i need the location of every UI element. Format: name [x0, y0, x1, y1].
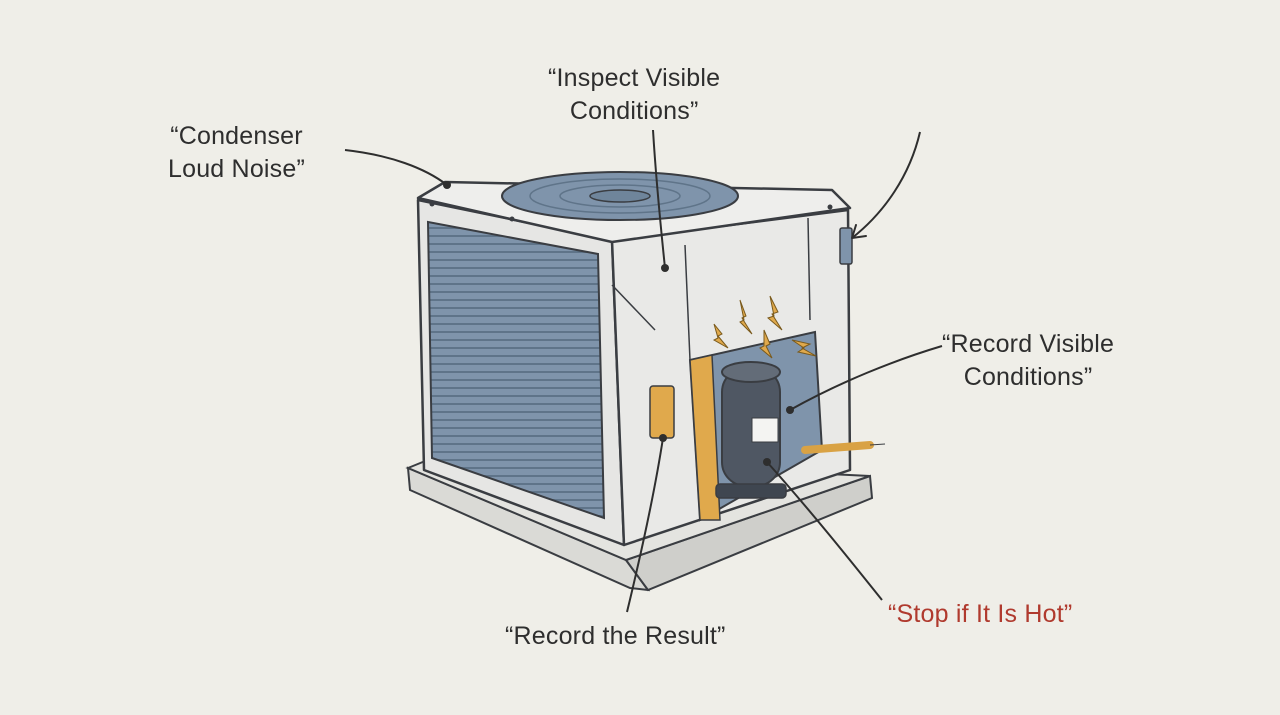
label-stop-if-hot: “Stop if It Is Hot” — [888, 598, 1072, 631]
copper-tubing — [689, 354, 721, 521]
coil-grille — [426, 220, 606, 520]
noise-lightning-icon — [712, 295, 817, 359]
label-inspect-visible-conditions: “Inspect Visible Conditions” — [548, 62, 720, 128]
label-condenser-line1: “Condenser — [170, 122, 303, 150]
leader-record-result — [626, 437, 664, 613]
label-record-visible-line1: “Record Visible — [942, 330, 1115, 358]
arrow-head-icon — [851, 224, 867, 239]
cabinet-left-face — [416, 198, 626, 547]
leader-stop-hot — [766, 461, 883, 601]
leader-condenser — [344, 149, 448, 186]
label-stop-hot-text: “Stop if It Is Hot” — [888, 600, 1073, 628]
leader-lines — [344, 129, 943, 613]
label-condenser-line2: Loud Noise” — [168, 155, 306, 183]
label-record-visible-conditions: “Record Visible Conditions” — [942, 328, 1114, 394]
cabinet-top — [416, 171, 852, 244]
electrical-box — [649, 385, 675, 439]
label-record-result-text: “Record the Result” — [505, 622, 726, 650]
electrical-access-panel — [839, 227, 853, 265]
label-record-visible-line2: Conditions” — [963, 363, 1093, 391]
compressor — [715, 361, 787, 499]
label-inspect-line2: Conditions” — [569, 97, 699, 125]
label-inspect-line1: “Inspect Visible — [548, 64, 721, 92]
leader-record-visible — [789, 345, 943, 411]
label-record-the-result: “Record the Result” — [505, 620, 726, 653]
leader-access-panel — [851, 131, 921, 239]
leader-inspect — [652, 129, 666, 269]
leader-endpoints — [443, 181, 794, 466]
label-condenser-loud-noise: “Condenser Loud Noise” — [168, 120, 305, 186]
compressor-compartment — [688, 330, 886, 522]
